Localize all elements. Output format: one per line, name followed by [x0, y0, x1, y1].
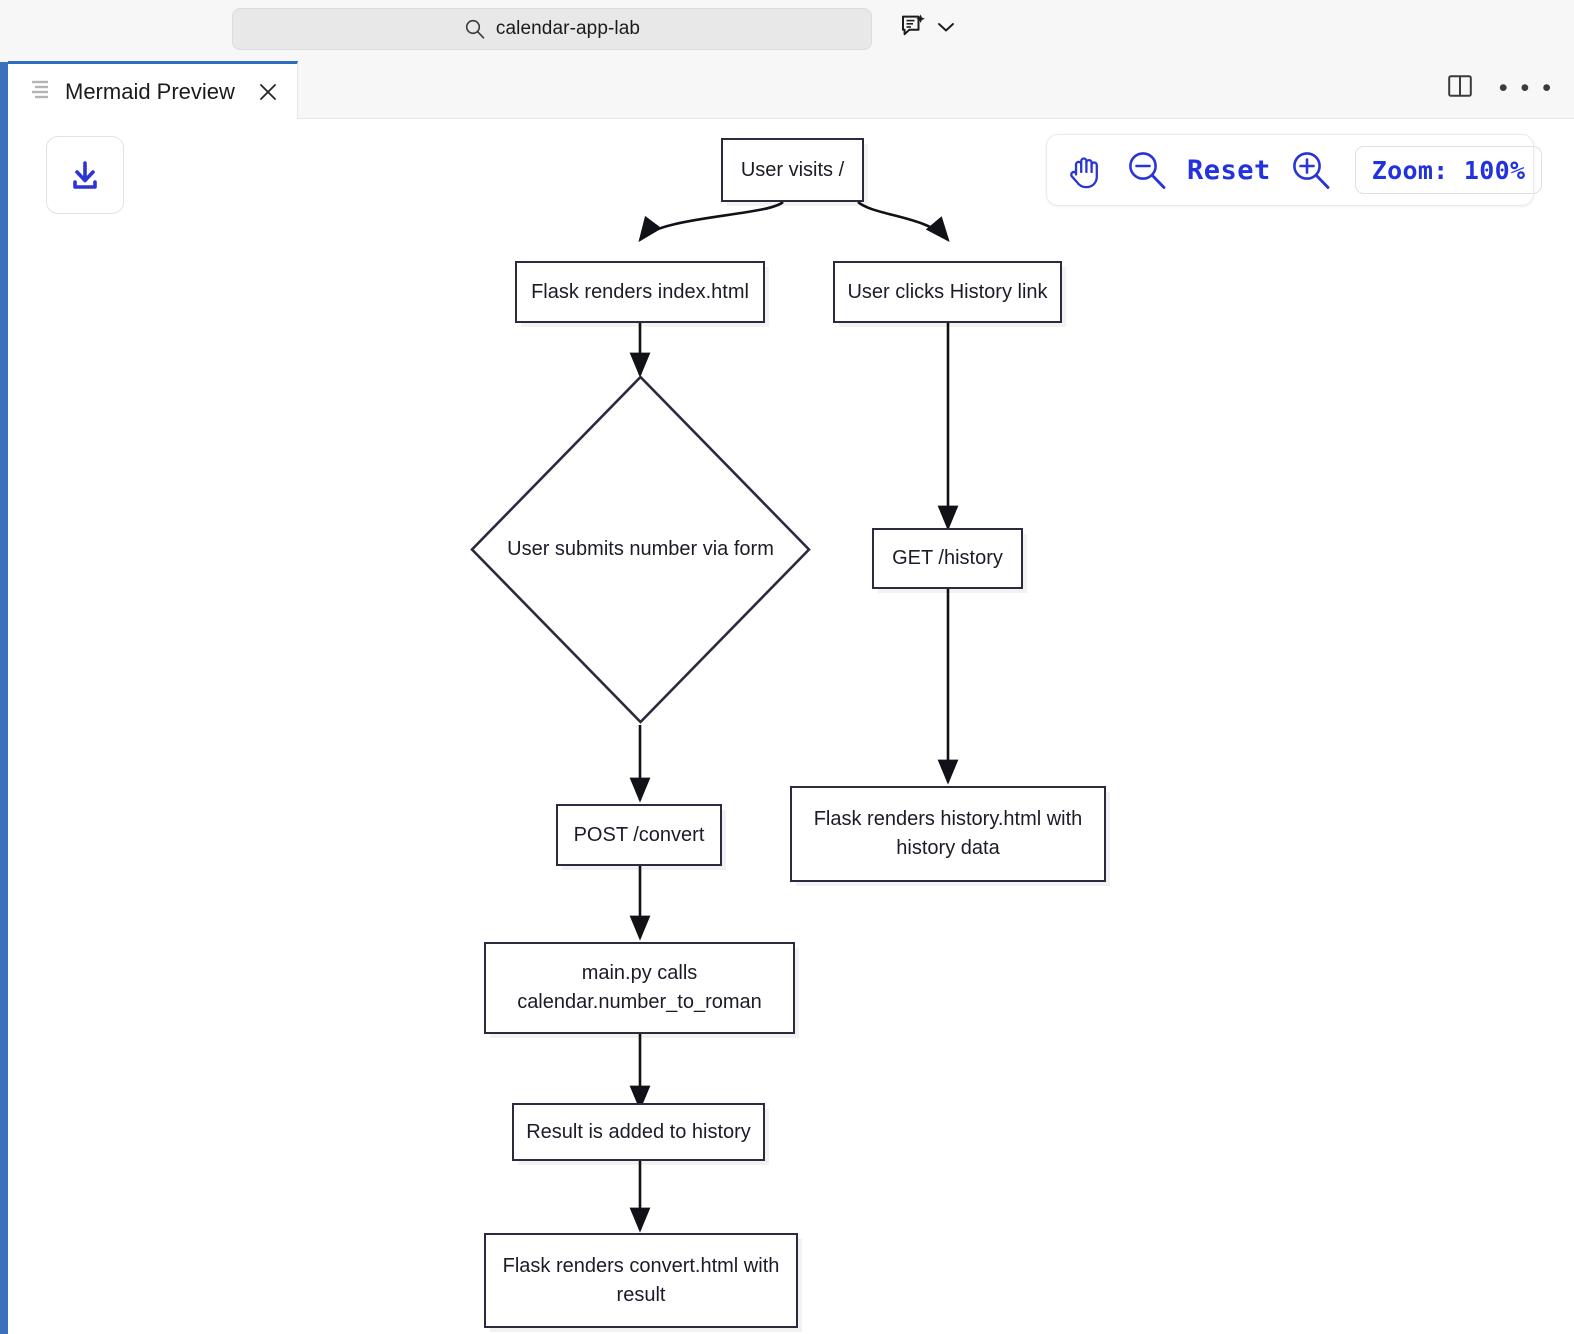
node-label-line1: main.py calls — [581, 962, 698, 984]
tab-mermaid-preview[interactable]: Mermaid Preview — [8, 61, 298, 119]
node-label: GET /history — [892, 547, 1003, 569]
editor-tabbar: Mermaid Preview • • • — [0, 59, 1574, 119]
flowchart: User visits / Flask renders index.html U… — [8, 120, 1574, 1334]
zoom-out-icon[interactable] — [1125, 148, 1169, 192]
flowchart-node-convert-html[interactable]: Flask renders convert.html with result — [484, 1233, 798, 1328]
node-label: User clicks History link — [847, 280, 1048, 303]
window-topbar: calendar-app-lab — [0, 0, 1574, 59]
flowchart-node-history-link[interactable]: User clicks History link — [833, 261, 1062, 323]
diamond-shape — [470, 375, 811, 724]
flowchart-node-get-history[interactable]: GET /history — [872, 528, 1023, 589]
search-icon — [464, 18, 486, 40]
chevron-down-icon[interactable] — [936, 20, 956, 39]
node-label: Result is added to history — [526, 1120, 751, 1143]
search-input[interactable]: calendar-app-lab — [232, 8, 872, 50]
flowchart-node-start[interactable]: User visits / — [721, 138, 864, 202]
copilot-menu[interactable] — [900, 12, 956, 46]
flowchart-edges — [629, 200, 959, 1233]
tabbar-actions: • • • — [1447, 59, 1554, 117]
node-label-line2: result — [616, 1283, 666, 1306]
node-label-line2: history data — [896, 837, 1000, 859]
zoom-level-label: Zoom: 100% — [1371, 155, 1526, 185]
node-label: User submits number via form — [507, 538, 774, 560]
more-actions-icon[interactable]: • • • — [1498, 74, 1554, 102]
download-button[interactable] — [46, 136, 124, 214]
tab-label: Mermaid Preview — [65, 78, 235, 104]
flowchart-node-index[interactable]: Flask renders index.html — [515, 261, 765, 323]
left-panel-rail — [0, 62, 8, 1334]
flowchart-node-main-py[interactable]: main.py calls calendar.number_to_roman — [484, 942, 795, 1034]
mermaid-canvas[interactable]: Reset Zoom: 100% — [8, 120, 1574, 1334]
node-label-line2: calendar.number_to_roman — [517, 991, 762, 1013]
reset-button[interactable]: Reset — [1187, 154, 1271, 186]
node-label: POST /convert — [573, 823, 705, 846]
zoom-level-badge: Zoom: 100% — [1354, 146, 1543, 194]
close-icon[interactable] — [257, 81, 279, 103]
flowchart-node-add-history[interactable]: Result is added to history — [512, 1103, 765, 1161]
split-editor-icon[interactable] — [1447, 74, 1473, 103]
flowchart-node-post-convert[interactable]: POST /convert — [556, 804, 722, 866]
node-label: Flask renders index.html — [531, 280, 749, 303]
download-icon — [73, 161, 97, 189]
node-label-line1: Flask renders history.html with — [813, 808, 1083, 830]
zoom-toolbar: Reset Zoom: 100% — [1046, 134, 1543, 206]
copilot-chat-icon — [900, 13, 927, 45]
search-value: calendar-app-lab — [495, 18, 641, 39]
flowchart-node-user-submits[interactable]: User submits number via form — [468, 373, 813, 726]
preview-list-icon — [30, 79, 52, 104]
hand-pan-icon[interactable] — [1065, 148, 1107, 192]
zoom-in-icon[interactable] — [1289, 148, 1333, 192]
node-label: User visits / — [740, 158, 845, 181]
flowchart-node-history-html[interactable]: Flask renders history.html with history … — [790, 786, 1106, 882]
node-label-line1: Flask renders convert.html with — [502, 1254, 780, 1277]
